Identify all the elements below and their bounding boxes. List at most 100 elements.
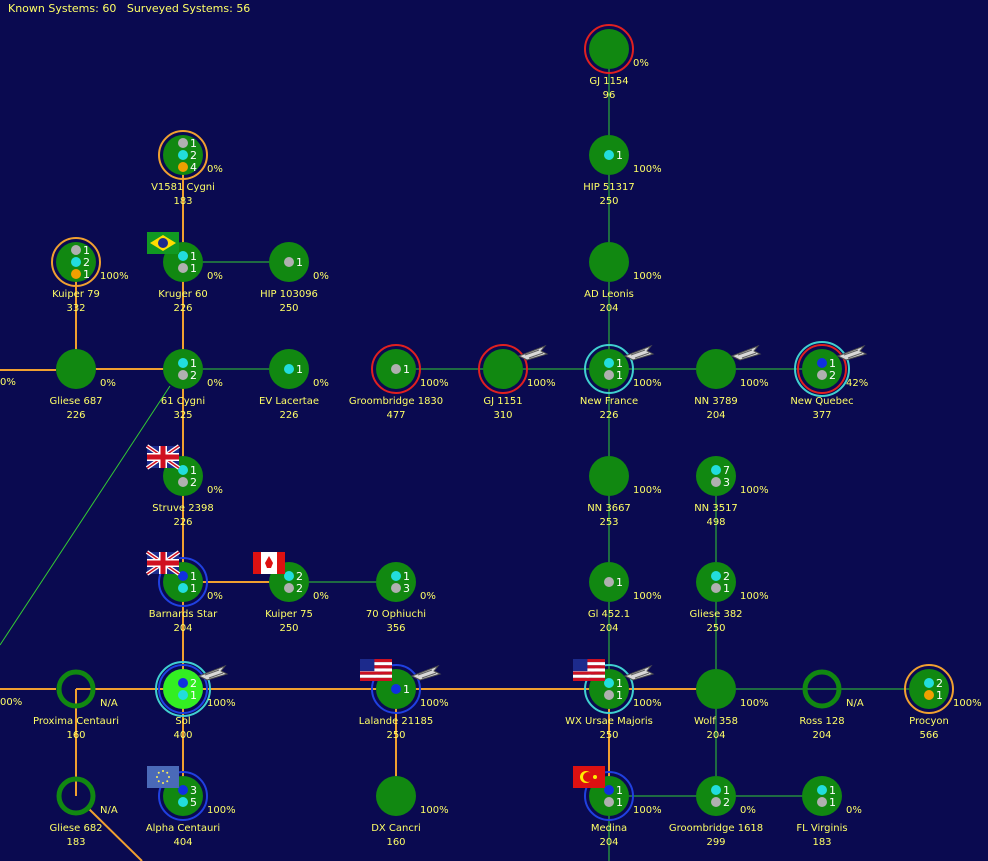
star-body <box>696 349 736 389</box>
body-cyan-icon <box>178 150 188 160</box>
system-name: New Quebec <box>790 396 853 407</box>
body-grey-icon <box>178 138 188 148</box>
system-population: 204 <box>706 410 725 421</box>
body-count: 1 <box>616 677 623 690</box>
body-count: 3 <box>723 476 730 489</box>
system-population: 160 <box>386 837 405 848</box>
body-grey-icon <box>711 583 721 593</box>
survey-percent: 0% <box>207 164 223 175</box>
jump-links <box>75 49 929 797</box>
system-population: 250 <box>386 730 405 741</box>
flag-uk-icon <box>145 550 181 576</box>
system-population: 250 <box>706 623 725 634</box>
flag-brazil-icon <box>147 232 179 254</box>
system-name: Wolf 358 <box>694 716 738 727</box>
fleet-ship-icon[interactable] <box>623 344 655 361</box>
system-name: NN 3789 <box>694 396 738 407</box>
body-grey-icon <box>178 263 188 273</box>
system-ring <box>797 344 847 394</box>
body-cyan-icon <box>604 678 614 688</box>
system-population: 183 <box>173 196 192 207</box>
survey-percent: 100% <box>740 591 769 602</box>
system-ring <box>584 664 634 714</box>
fleet-ship-icon[interactable] <box>410 664 442 681</box>
system-name: HIP 103096 <box>260 289 318 300</box>
star-body <box>696 776 736 816</box>
system-population: 566 <box>919 730 938 741</box>
star-body <box>376 776 416 816</box>
system-population: 250 <box>279 623 298 634</box>
system-ring <box>584 771 634 821</box>
survey-percent: 100% <box>633 485 662 496</box>
fleet-ship-icon[interactable] <box>623 664 655 681</box>
fleet-ship-icon[interactable] <box>197 664 229 681</box>
body-count: 1 <box>936 689 943 702</box>
system-name: Sol <box>175 716 190 727</box>
survey-percent: 100% <box>100 271 129 282</box>
star-body <box>589 456 629 496</box>
system-population: 310 <box>493 410 512 421</box>
body-cyan-icon <box>711 571 721 581</box>
body-grey-icon <box>604 690 614 700</box>
flag-canada-icon <box>253 552 285 574</box>
body-grey-icon <box>391 364 401 374</box>
system-population: 226 <box>599 410 618 421</box>
body-count: 2 <box>190 677 197 690</box>
body-count: 1 <box>403 363 410 376</box>
system-ring <box>478 344 528 394</box>
fleet-ship-icon[interactable] <box>730 344 762 361</box>
fleet-ship-icon[interactable] <box>517 344 549 361</box>
system-name: Groombridge 1618 <box>669 823 763 834</box>
survey-percent: N/A <box>846 698 864 709</box>
system-name: NN 3517 <box>694 503 738 514</box>
system-population: 404 <box>173 837 192 848</box>
body-grey-icon <box>817 370 827 380</box>
system-population: 325 <box>173 410 192 421</box>
body-cyan-icon <box>711 785 721 795</box>
body-count: 1 <box>403 683 410 696</box>
body-count: 2 <box>83 256 90 269</box>
system-population: 253 <box>599 517 618 528</box>
offmap-links: 0% 00% <box>0 369 610 861</box>
fleet-ship-icon[interactable] <box>836 344 868 361</box>
body-grey-icon <box>604 370 614 380</box>
survey-percent: 100% <box>420 805 449 816</box>
